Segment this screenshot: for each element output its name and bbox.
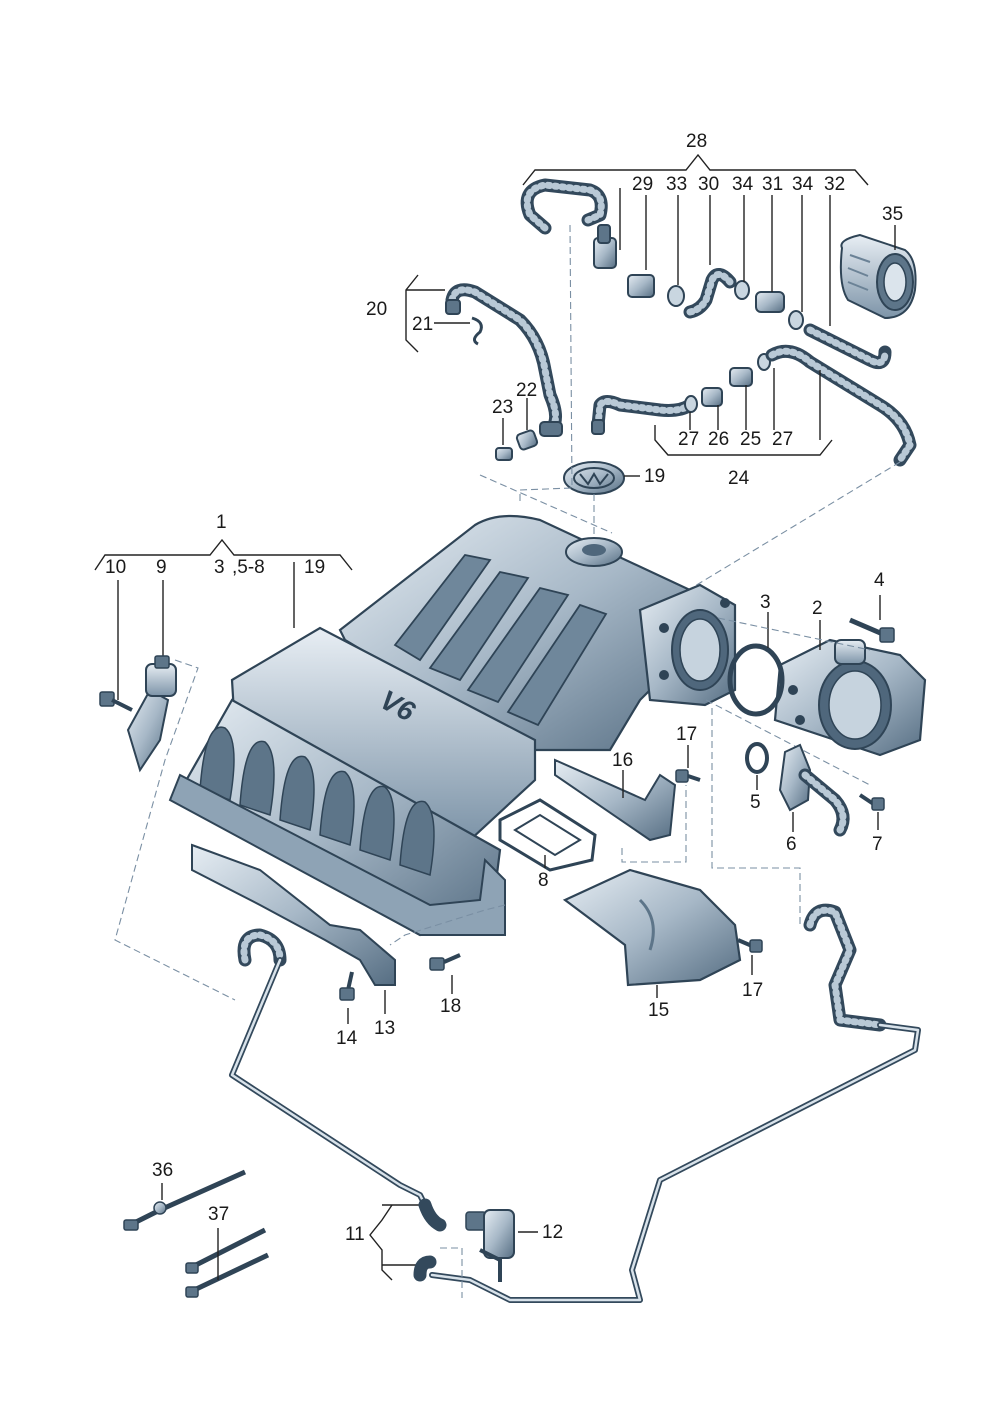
bracket-1: [94, 538, 353, 571]
label-3b: 3: [760, 592, 771, 613]
label-24: 24: [728, 468, 750, 489]
sleeve-22: [515, 429, 539, 451]
label-34b: 34: [792, 174, 814, 195]
label-7: 7: [872, 834, 883, 855]
label-17b: 17: [742, 980, 763, 1001]
bolt-14: [339, 971, 355, 1001]
bracket-24: [654, 425, 833, 456]
label-14: 14: [336, 1028, 358, 1049]
cable-tie-37: [185, 1227, 270, 1298]
cable-tie-36: [123, 1169, 247, 1231]
label-22: 22: [516, 380, 537, 401]
label-16: 16: [612, 750, 633, 771]
valve-12: [465, 1209, 515, 1282]
label-1: 1: [216, 512, 227, 533]
label-26: 26: [708, 429, 729, 450]
group-20-hose: 20 21 23 22: [366, 274, 563, 461]
label-33: 33: [666, 174, 687, 195]
bolt-18: [429, 953, 461, 971]
valve-31: [755, 291, 785, 313]
group-11: 11: [345, 1198, 447, 1282]
group-28-hoses: 28: [520, 131, 917, 370]
bolt-17a: [675, 769, 701, 783]
label-34a: 34: [732, 174, 754, 195]
bracket-13: [191, 843, 396, 986]
valve-25: [729, 367, 753, 387]
bracket-28: [522, 153, 869, 186]
bracket-16: [554, 758, 677, 842]
bracket-20: [405, 274, 419, 353]
label-27b: 27: [772, 429, 793, 450]
group-1: 1 10 9 3 ,5-8 19: [94, 512, 353, 700]
label-5-8: ,5-8: [232, 557, 265, 578]
bolt-7: [858, 793, 885, 811]
bolt-4: [849, 617, 895, 643]
label-11: 11: [345, 1224, 365, 1245]
pipe-left: [229, 957, 433, 1218]
bracket-11: [369, 1204, 393, 1281]
label-3a: 3: [214, 557, 225, 578]
label-27a: 27: [678, 429, 699, 450]
label-18: 18: [440, 996, 461, 1017]
label-8: 8: [538, 870, 549, 891]
o-ring-5: [745, 742, 769, 774]
emblem-19: 19: [563, 461, 665, 495]
heat-shield-15: [562, 868, 742, 987]
ring-34a: [734, 280, 750, 300]
bellow-35: [839, 233, 917, 320]
label-9: 9: [156, 557, 167, 578]
label-19b: 19: [304, 557, 325, 578]
label-21: 21: [412, 314, 433, 335]
clip-21: [471, 316, 483, 346]
clamp-29: [627, 274, 655, 298]
connector-26: [701, 387, 723, 407]
label-32: 32: [824, 174, 845, 195]
label-20: 20: [366, 299, 387, 320]
label-37: 37: [208, 1204, 229, 1225]
label-13: 13: [374, 1018, 395, 1039]
gasket-3: [727, 643, 785, 717]
label-28: 28: [686, 131, 707, 152]
label-17a: 17: [676, 724, 697, 745]
elbow-6: [778, 743, 850, 837]
bolt-10: [99, 691, 133, 712]
group-24-hoses: 27 26 25 27 24: [591, 344, 917, 489]
label-31: 31: [762, 174, 783, 195]
gasket-8: [498, 798, 597, 872]
intake-manifold: V6: [168, 514, 737, 937]
ring-34b: [788, 310, 804, 330]
label-29: 29: [632, 174, 653, 195]
label-2: 2: [812, 598, 823, 619]
label-36: 36: [152, 1160, 173, 1181]
label-15: 15: [648, 1000, 669, 1021]
label-25: 25: [740, 429, 761, 450]
label-19a: 19: [644, 466, 665, 487]
label-30: 30: [698, 174, 719, 195]
label-35: 35: [882, 204, 903, 225]
sensor-9: [126, 655, 177, 773]
label-4: 4: [874, 570, 885, 591]
ring-33: [667, 285, 685, 307]
throttle-body-2: [773, 638, 927, 757]
label-6: 6: [786, 834, 797, 855]
label-12: 12: [542, 1222, 563, 1243]
label-10: 10: [105, 557, 126, 578]
label-5: 5: [750, 792, 761, 813]
label-23: 23: [492, 397, 513, 418]
bolt-17b: [737, 938, 763, 953]
cap-23: [495, 447, 513, 461]
